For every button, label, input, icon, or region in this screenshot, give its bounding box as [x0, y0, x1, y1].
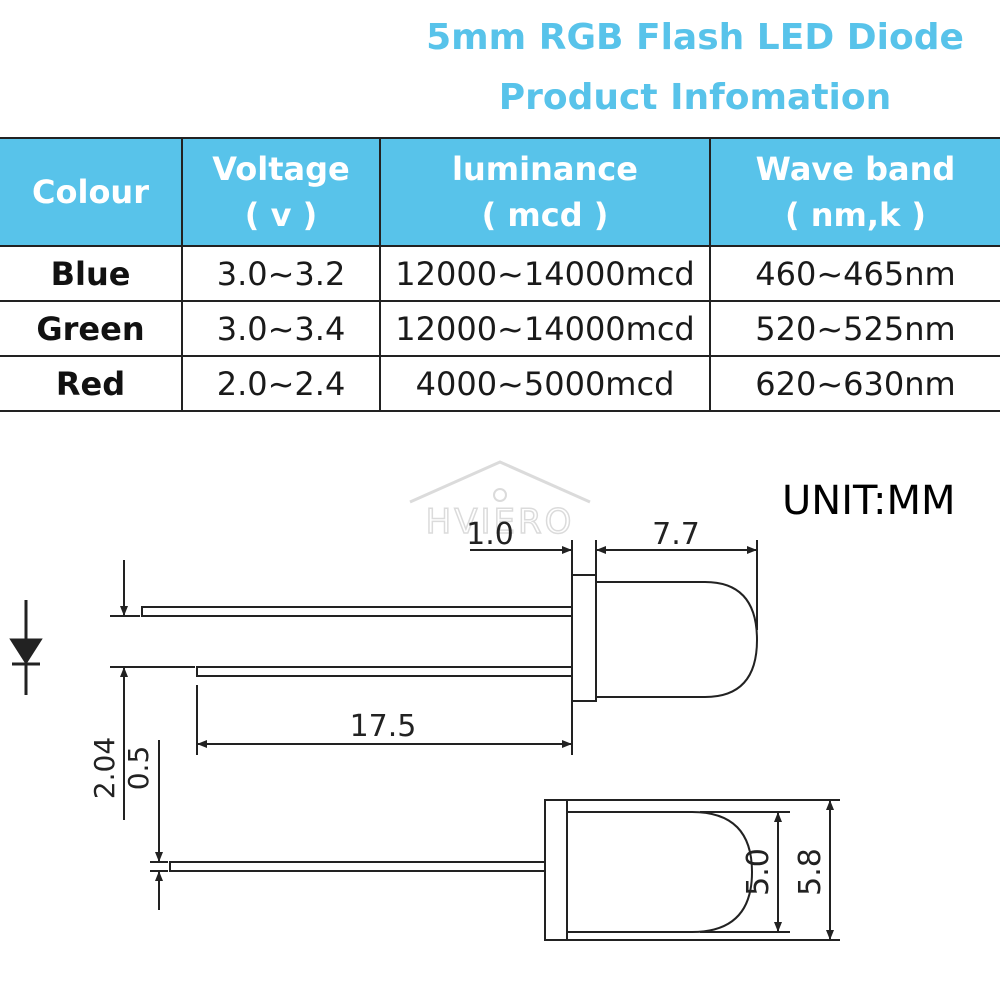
cell-colour: Green — [0, 300, 183, 357]
anode-lead — [141, 606, 573, 617]
header-wave-band: Wave band( nm,k ) — [709, 137, 1000, 247]
side-lens — [567, 811, 754, 933]
cell-wave-band: 620~630nm — [709, 355, 1000, 412]
dim-lens-length-label: 7.7 — [652, 517, 700, 552]
lens — [596, 581, 759, 698]
led-top-view — [110, 540, 759, 820]
cell-voltage: 2.0~2.4 — [181, 355, 381, 412]
dim-lead-width-label: 0.5 — [122, 746, 155, 791]
cell-luminance: 12000~14000mcd — [379, 245, 711, 302]
diode-symbol-icon — [9, 600, 43, 695]
led-dimension-drawing: HVIERO — [9, 460, 840, 941]
product-title: 5mm RGB Flash LED Diode — [426, 17, 964, 58]
side-flange — [544, 799, 568, 941]
cell-voltage: 3.0~3.2 — [181, 245, 381, 302]
dim-lead-length-label: 17.5 — [350, 709, 417, 744]
dim-pitch-label: 2.04 — [88, 737, 121, 799]
table-row: Blue 3.0~3.2 12000~14000mcd 460~465nm — [0, 245, 1000, 302]
cell-wave-band: 520~525nm — [709, 300, 1000, 357]
header-colour: Colour — [0, 137, 183, 247]
dim-flange-diameter-label: 5.8 — [793, 848, 828, 896]
table-header-row: Colour Voltage( v ) luminance( mcd ) Wav… — [0, 137, 1000, 247]
flange — [571, 574, 597, 702]
dim-lens-diameter-label: 5.0 — [741, 848, 776, 896]
led-side-view — [150, 740, 840, 941]
header-voltage: Voltage( v ) — [181, 137, 381, 247]
spec-table: Colour Voltage( v ) luminance( mcd ) Wav… — [0, 137, 1000, 412]
cell-luminance: 4000~5000mcd — [379, 355, 711, 412]
cell-luminance: 12000~14000mcd — [379, 300, 711, 357]
cell-colour: Blue — [0, 245, 183, 302]
header-luminance: luminance( mcd ) — [379, 137, 711, 247]
product-subtitle: Product Infomation — [498, 77, 892, 118]
cell-wave-band: 460~465nm — [709, 245, 1000, 302]
table-row: Green 3.0~3.4 12000~14000mcd 520~525nm — [0, 300, 1000, 357]
unit-label: UNIT:MM — [782, 478, 956, 524]
cell-colour: Red — [0, 355, 183, 412]
watermark-text: HVIERO — [426, 502, 575, 542]
cell-voltage: 3.0~3.4 — [181, 300, 381, 357]
side-lead — [169, 861, 546, 872]
table-row: Red 2.0~2.4 4000~5000mcd 620~630nm — [0, 355, 1000, 412]
watermark-logo: HVIERO — [409, 460, 591, 543]
dim-flange-label: 1.0 — [466, 517, 514, 552]
cathode-lead — [196, 666, 573, 677]
